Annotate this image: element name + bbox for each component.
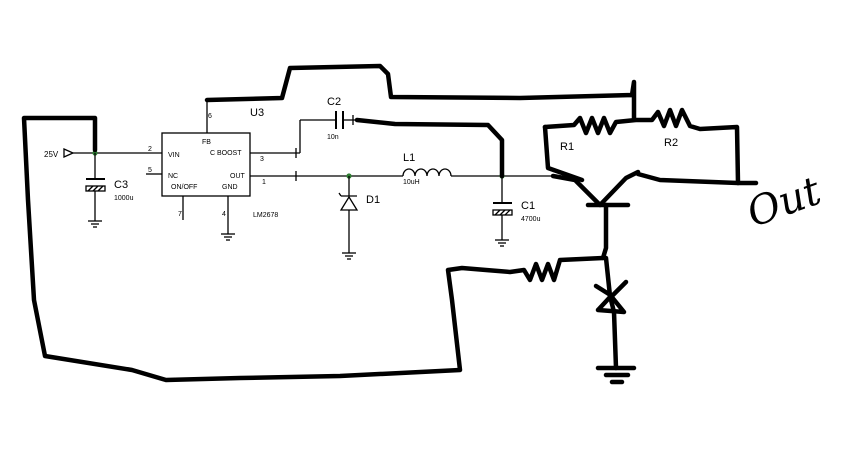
pin-number-nc: 5	[148, 167, 152, 174]
c1-value-label: 4700u	[521, 216, 541, 223]
boost-wire	[354, 117, 505, 179]
c3-ref-label: C3	[114, 179, 128, 191]
supply-input: 25V	[44, 147, 162, 159]
diode-d1: D1	[338, 176, 380, 260]
c1-ref-label: C1	[521, 200, 535, 212]
ic-body	[161, 132, 251, 197]
return-loop-wire	[21, 115, 606, 383]
left-divider-wire	[542, 124, 585, 183]
d1-ref-label: D1	[366, 194, 380, 206]
c2-value-label: 10n	[327, 134, 339, 141]
ic-part-label: LM2678	[253, 212, 278, 219]
l1-ref-label: L1	[403, 152, 415, 164]
pin-number-cboost: 3	[260, 156, 264, 163]
handwritten-out-label: Out	[741, 168, 828, 237]
ground-symbol	[221, 233, 235, 241]
pin-gnd-label: GND	[222, 184, 238, 191]
inductor-l1: L1 10uH	[402, 152, 553, 186]
handdrawn-wiring	[21, 63, 759, 385]
pin-number-fb: 6	[208, 113, 212, 120]
fb-feedback-wire	[204, 63, 637, 121]
ground-symbol	[495, 239, 509, 247]
ic-ref-label: U3	[250, 107, 264, 119]
input-port-arrow	[63, 147, 75, 159]
pin-fb-label: FB	[202, 139, 211, 146]
pin-number-onoff: 7	[178, 211, 182, 218]
capacitor-c2: C2 10n	[250, 96, 357, 158]
pin-out-label: OUT	[230, 173, 246, 180]
ground-symbol	[342, 252, 356, 260]
feedback-resistors-wire	[542, 107, 759, 186]
r1-ref-label: R1	[560, 141, 574, 153]
ground-symbol	[88, 220, 102, 228]
transistor-body	[550, 169, 641, 208]
pin-cboost-label: C BOOST	[210, 150, 242, 157]
r2-ref-label: R2	[664, 137, 678, 149]
c2-ref-label: C2	[327, 96, 341, 108]
zener-wire	[603, 255, 619, 371]
pin-onoff-label: ON/OFF	[171, 184, 197, 191]
right-divider-wire	[635, 171, 741, 186]
transistor-base-wire	[600, 202, 609, 261]
capacitor-c3: C3 1000u	[85, 153, 134, 228]
pin-nc-label: NC	[168, 173, 178, 180]
pin-number-out: 1	[262, 179, 266, 186]
pin-number-vin: 2	[148, 146, 152, 153]
ic-u3: U3 LM2678 FB VIN C BOOST NC OUT ON/OFF G…	[146, 100, 278, 241]
ground-symbol	[595, 365, 637, 385]
c3-value-label: 1000u	[114, 195, 134, 202]
pin-vin-label: VIN	[168, 152, 180, 159]
capacitor-c1: C1 4700u	[492, 176, 541, 247]
l1-value-label: 10uH	[403, 179, 420, 186]
supply-voltage-label: 25V	[44, 150, 59, 159]
switch-node	[250, 171, 403, 181]
pin-number-gnd: 4	[222, 211, 226, 218]
